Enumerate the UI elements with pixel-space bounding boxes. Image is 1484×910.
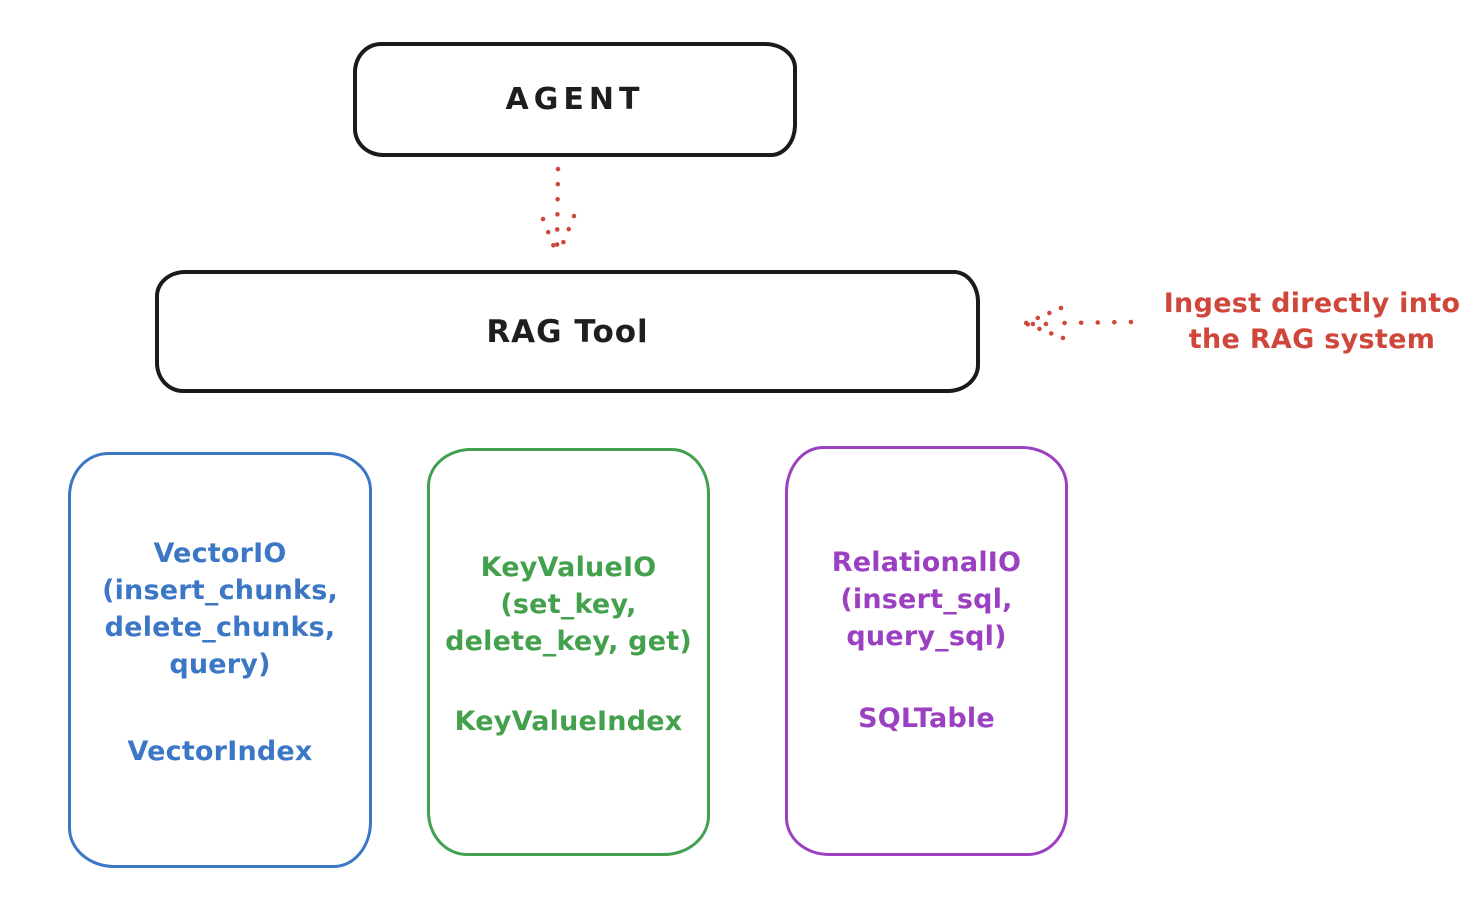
vector-io-line: (insert_chunks, <box>102 575 338 606</box>
agent-to-ragtool-dotted-arrow[interactable] <box>540 166 577 256</box>
vector-io-line: VectorIO <box>153 538 287 569</box>
keyvalue-index-label: KeyValueIndex <box>454 706 683 737</box>
relational-io-node[interactable]: RelationalIO (insert_sql, query_sql) SQL… <box>785 446 1068 856</box>
agent-label: AGENT <box>505 82 645 117</box>
keyvalue-io-line: KeyValueIO <box>480 552 657 583</box>
ingest-annotation-text[interactable]: Ingest directly into the RAG system <box>1146 286 1478 358</box>
relational-io-line: query_sql) <box>846 621 1007 652</box>
agent-node[interactable]: AGENT <box>353 42 797 157</box>
keyvalue-io-methods: KeyValueIO (set_key, delete_key, get) <box>430 549 707 660</box>
vector-index-label: VectorIndex <box>127 736 313 767</box>
vector-io-line: delete_chunks, <box>104 612 336 643</box>
annotation-to-ragtool-dotted-arrow[interactable] <box>1023 305 1134 341</box>
annotation-line-1: Ingest directly into <box>1163 288 1461 319</box>
vector-io-methods: VectorIO (insert_chunks, delete_chunks, … <box>71 535 369 683</box>
vector-io-line: query) <box>169 649 271 680</box>
relational-io-line: (insert_sql, <box>840 584 1013 615</box>
sql-table-label: SQLTable <box>858 703 995 734</box>
relational-io-methods: RelationalIO (insert_sql, query_sql) <box>788 544 1065 655</box>
relational-io-line: RelationalIO <box>831 547 1022 578</box>
rag-tool-node[interactable]: RAG Tool <box>155 270 980 393</box>
keyvalue-io-line: (set_key, <box>500 589 637 620</box>
annotation-line-2: the RAG system <box>1188 324 1436 355</box>
vector-io-node[interactable]: VectorIO (insert_chunks, delete_chunks, … <box>68 452 372 868</box>
rag-tool-label: RAG Tool <box>486 313 649 350</box>
keyvalue-io-node[interactable]: KeyValueIO (set_key, delete_key, get) Ke… <box>427 448 710 856</box>
keyvalue-io-line: delete_key, get) <box>445 626 692 657</box>
